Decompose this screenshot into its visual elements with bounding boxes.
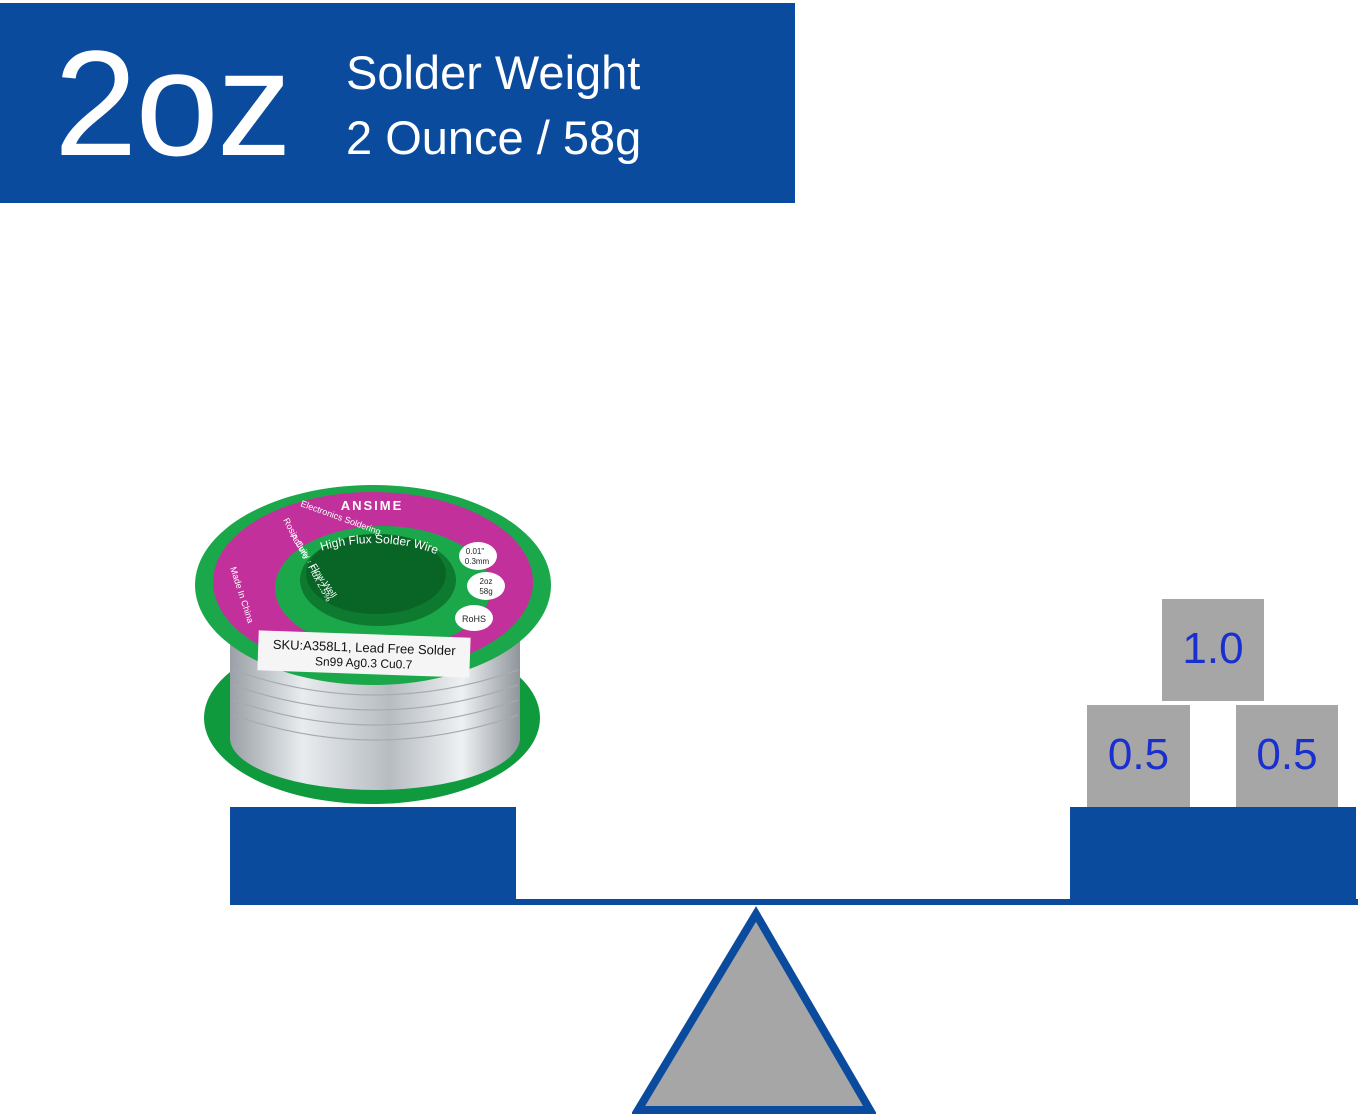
- diameter-badge: [459, 542, 497, 570]
- weight-block-right: 0.5: [1236, 705, 1338, 807]
- banner-title: Solder Weight: [346, 46, 641, 99]
- badge-weight-g: 58g: [479, 587, 492, 596]
- spool-brand: ANSIME: [341, 498, 404, 513]
- title-banner: 2oz Solder Weight 2 Ounce / 58g: [0, 3, 795, 203]
- scale-fulcrum: [632, 906, 876, 1114]
- weight-block-left: 0.5: [1087, 705, 1190, 807]
- rohs-text: RoHS: [462, 614, 486, 624]
- diameter-inch: 0.01": [466, 547, 485, 556]
- sku-text: SKU:A358L1, Lead Free Solder: [273, 637, 457, 658]
- weight-block-top: 1.0: [1162, 599, 1264, 701]
- banner-weight-big: 2oz: [54, 19, 292, 187]
- diameter-mm: 0.3mm: [465, 557, 490, 566]
- banner-subtitle: 2 Ounce / 58g: [346, 111, 642, 164]
- scale-beam: [230, 899, 1358, 905]
- solder-spool-image: ANSIME High Flux Solder Wire Electronics…: [195, 485, 551, 804]
- alloy-text: Sn99 Ag0.3 Cu0.7: [315, 654, 413, 671]
- scale-pan-right: [1070, 807, 1356, 905]
- sku-sticker: [257, 630, 471, 678]
- scale-pan-left: [230, 807, 516, 905]
- weight-badge: [467, 572, 505, 600]
- badge-weight-oz: 2oz: [480, 577, 493, 586]
- rohs-badge: [455, 605, 493, 631]
